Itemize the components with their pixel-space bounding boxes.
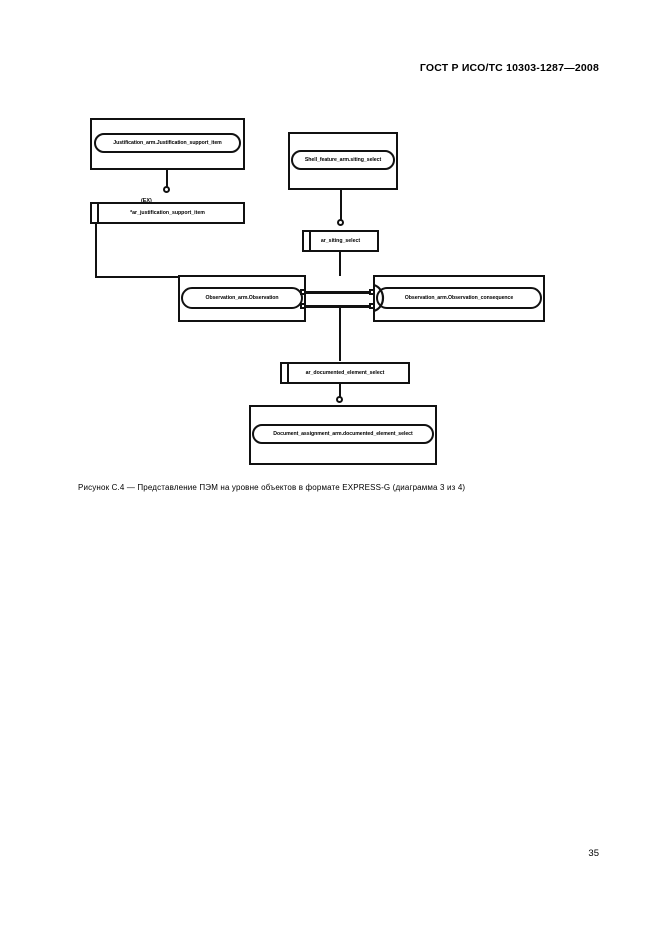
entity-documented-element-select[interactable]: Document_assignment_arm.documented_eleme… xyxy=(252,424,434,444)
connector-circle-documented xyxy=(336,396,343,403)
page-number: 35 xyxy=(588,848,599,859)
connector-documented-drop xyxy=(339,384,341,398)
ref-box-ar-siting-select[interactable]: ar_siting_select xyxy=(302,230,379,252)
connector-justification-drop xyxy=(166,170,168,188)
terminator-consequence-lower-right xyxy=(369,303,375,309)
terminator-observation-lower-left xyxy=(300,303,306,309)
terminator-consequence-upper-right xyxy=(369,289,375,295)
connector-siting-to-observation xyxy=(339,252,341,276)
entity-observation-consequence[interactable]: Observation_arm.Observation_consequence xyxy=(376,287,542,309)
ref-box-ar-documented-element-select[interactable]: ar_documented_element_select xyxy=(280,362,410,384)
ref-box-ar-justification-support-item[interactable]: *ar_justification_support_item xyxy=(90,202,245,224)
select-fan-arc xyxy=(373,284,389,312)
annotation-ex-justification: (EX) xyxy=(141,198,152,204)
express-g-diagram: Justification_arm.Justification_support_… xyxy=(0,100,661,480)
connector-shell-drop xyxy=(340,190,342,221)
connector-observation-rel-upper xyxy=(304,291,375,294)
entity-justification-support-item[interactable]: Justification_arm.Justification_support_… xyxy=(94,133,241,153)
entity-shell-siting-select[interactable]: Shell_feature_arm.siting_select xyxy=(291,150,395,170)
connector-circle-justification xyxy=(163,186,170,193)
figure-caption: Рисунок С.4 — Представление ПЭМ на уровн… xyxy=(78,483,466,492)
entity-observation[interactable]: Observation_arm.Observation xyxy=(181,287,303,309)
connector-observation-to-documented-v xyxy=(339,305,341,361)
terminator-observation-upper-left xyxy=(300,289,306,295)
document-header: ГОСТ Р ИСО/ТС 10303-1287—2008 xyxy=(419,62,599,74)
connector-justification-to-observation-h xyxy=(95,276,181,278)
connector-circle-siting xyxy=(337,219,344,226)
connector-justification-to-observation-v xyxy=(95,224,97,276)
